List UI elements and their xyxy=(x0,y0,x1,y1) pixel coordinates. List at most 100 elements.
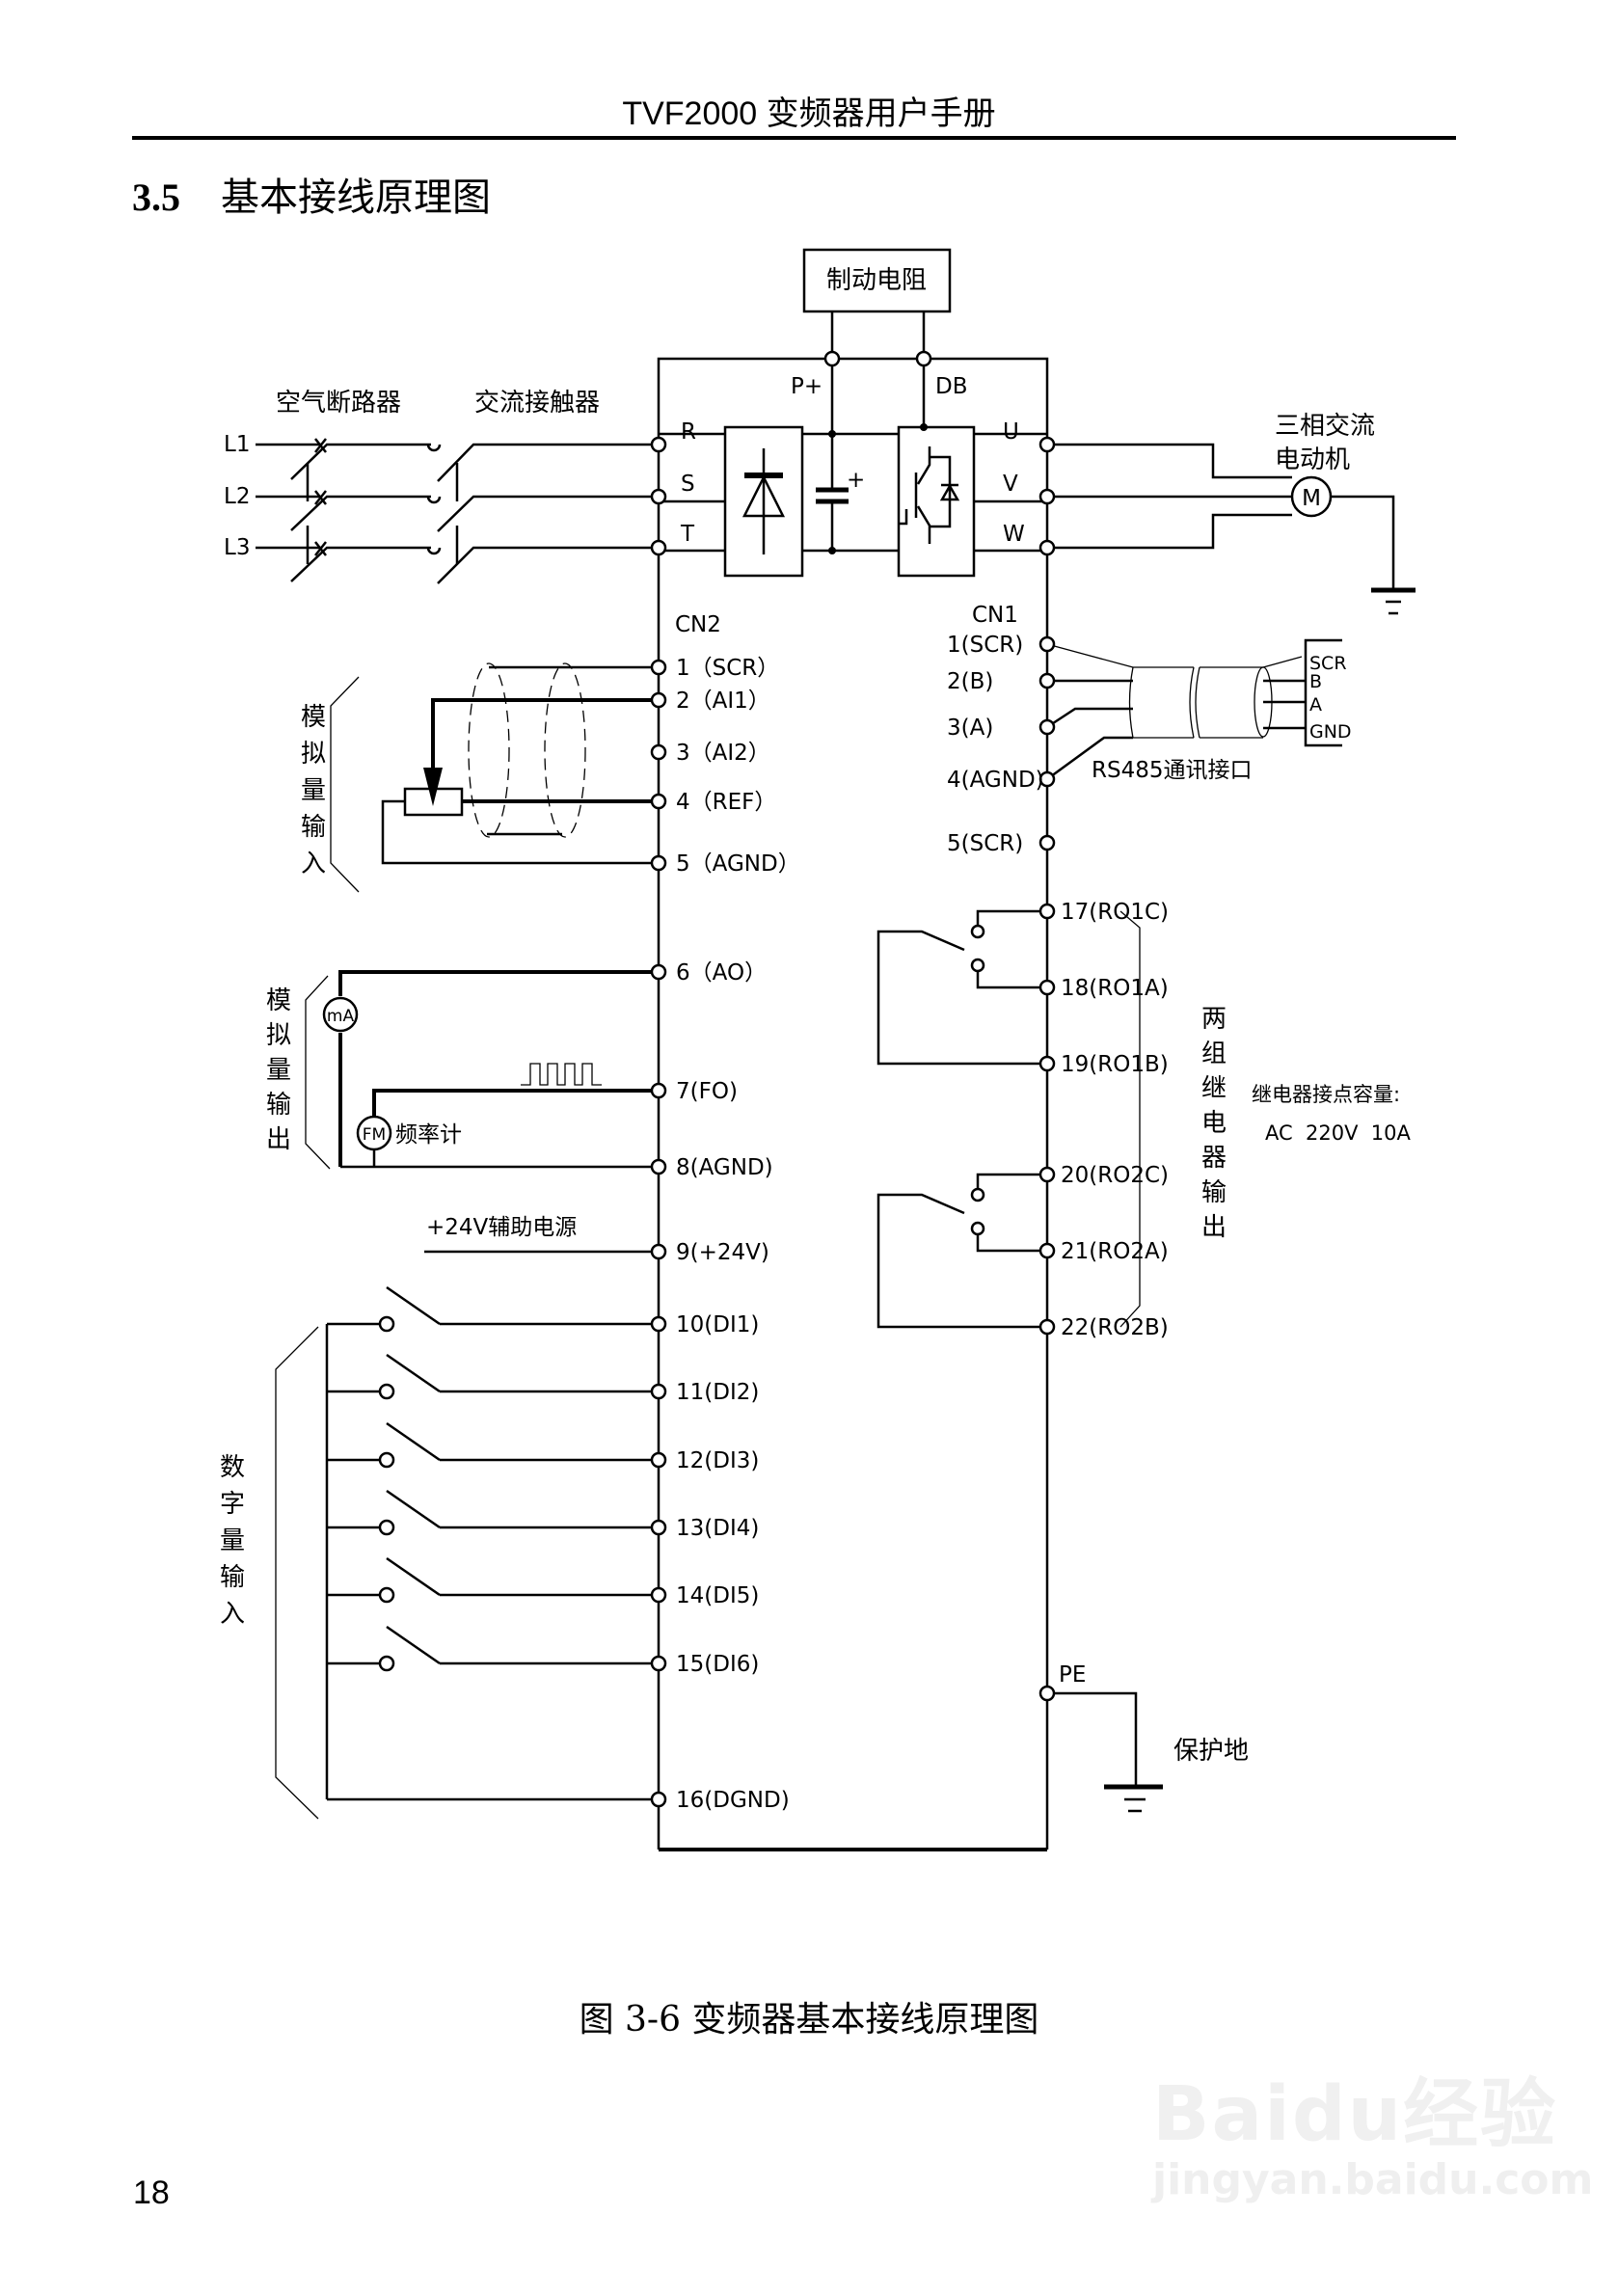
cn2-terminal-6-label: 6（AO） xyxy=(676,960,767,986)
terminal-screw-icon xyxy=(650,1655,667,1672)
motor-label-1: 三相交流 xyxy=(1275,412,1375,441)
cn2-terminal-5-label: 5（AGND） xyxy=(676,851,800,877)
section-number: 3.5 xyxy=(132,176,180,219)
analog-input-group: 模 拟 量 输 入 xyxy=(301,662,659,893)
watermark-url: jingyan.baidu.com xyxy=(1152,2155,1594,2204)
terminal-screw-icon xyxy=(1038,903,1056,920)
cn2-terminal-4-label: 4（REF） xyxy=(676,790,776,815)
cn2-terminal-10: 10(DI1) xyxy=(650,1312,759,1337)
power-terminal xyxy=(1038,539,1056,556)
digital-input-switch-icon xyxy=(327,1285,659,1333)
svg-text:输: 输 xyxy=(266,1091,291,1120)
terminal-screw-icon xyxy=(650,436,667,453)
frequency-meter-label: 频率计 xyxy=(395,1122,462,1148)
svg-text:出: 出 xyxy=(266,1125,291,1154)
terminal-screw-icon xyxy=(1038,1166,1056,1183)
terminal-screw-icon xyxy=(915,350,932,367)
terminal-u-label: U xyxy=(1003,419,1019,445)
svg-text:入: 入 xyxy=(301,850,326,878)
power-terminal xyxy=(650,539,667,556)
digital-input-switches xyxy=(327,1285,659,1672)
svg-text:器: 器 xyxy=(1201,1144,1227,1173)
digital-input-switch-icon xyxy=(327,1625,659,1672)
terminal-screw-icon xyxy=(1038,1242,1056,1259)
svg-text:组: 组 xyxy=(1201,1040,1227,1068)
svg-text:电: 电 xyxy=(1201,1109,1227,1138)
relay-2-icon xyxy=(876,1173,1047,1329)
terminal-screw-icon xyxy=(1038,979,1056,996)
digital-input-switch-icon xyxy=(327,1489,659,1536)
cn2-terminal-13: 13(DI4) xyxy=(650,1516,759,1541)
digital-input-switch-icon xyxy=(327,1353,659,1400)
motor-label-2: 电动机 xyxy=(1275,446,1350,474)
cn1-terminal-3: 3(A) xyxy=(947,716,1056,741)
analog-output-group: 模 拟 量 输 出 mA FM 频率计 xyxy=(266,970,659,1170)
p-plus-label: P+ xyxy=(791,374,822,399)
terminal-screw-icon xyxy=(1038,672,1056,689)
terminal-screw-icon xyxy=(650,539,667,556)
relay-1-icon xyxy=(876,909,1047,1066)
cn2-terminal-9-label: 9(+24V) xyxy=(676,1240,769,1265)
terminal-screw-icon xyxy=(1038,488,1056,505)
contactor-label: 交流接触器 xyxy=(474,389,600,418)
cn1-terminal-2: 2(B) xyxy=(947,669,1056,694)
svg-text:模: 模 xyxy=(301,703,326,732)
terminal-screw-icon xyxy=(1038,1685,1056,1702)
relay-terminal-21-label: 21(RO2A) xyxy=(1061,1239,1169,1264)
terminal-screw-icon xyxy=(650,793,667,810)
digital-input-group: 数 字 量 输 入 xyxy=(220,1324,659,1820)
cn1-terminal-4-label: 4(AGND) xyxy=(947,768,1044,793)
terminal-blocks: 1（SCR）2（AI1）3（AI2）4（REF）5（AGND）6（AO）7(FO… xyxy=(650,350,1169,1813)
terminal-screw-icon xyxy=(650,488,667,505)
cn2-terminal-16-label: 16(DGND) xyxy=(676,1788,790,1813)
brake-resistor: 制动电阻 xyxy=(802,248,952,359)
digital-input-switch-icon xyxy=(327,1421,659,1469)
rs485-pin-a: A xyxy=(1309,694,1322,716)
cn2-terminal-5: 5（AGND） xyxy=(650,851,800,877)
cn2-terminal-15-label: 15(DI6) xyxy=(676,1652,759,1677)
terminal-screw-icon xyxy=(650,1243,667,1260)
relay-terminal-20-label: 20(RO2C) xyxy=(1061,1163,1169,1188)
terminal-screw-icon xyxy=(1038,770,1056,788)
terminal-screw-icon xyxy=(650,963,667,981)
svg-text:字: 字 xyxy=(220,1490,245,1519)
terminal-t-label: T xyxy=(680,522,695,547)
svg-text:输: 输 xyxy=(301,813,326,842)
running-header: TVF2000 变频器用户手册 xyxy=(622,95,996,132)
cn2-terminal-4: 4（REF） xyxy=(650,790,776,815)
svg-text:量: 量 xyxy=(301,776,326,805)
cn1-terminal-3-label: 3(A) xyxy=(947,716,993,741)
terminal-v-label: V xyxy=(1003,472,1018,497)
cn2-terminal-9: 9(+24V) xyxy=(650,1240,769,1265)
breaker-label: 空气断路器 xyxy=(276,389,401,418)
terminal-screw-icon xyxy=(1038,635,1056,653)
terminal-w-label: W xyxy=(1003,522,1025,547)
terminal-screw-icon xyxy=(650,1383,667,1400)
header-rule xyxy=(132,136,1456,140)
terminal-screw-icon xyxy=(1038,1318,1056,1336)
terminal-screw-icon xyxy=(1038,834,1056,851)
cn2-terminal-2: 2（AI1） xyxy=(650,689,770,714)
rs485-pin-b: B xyxy=(1309,671,1322,692)
section-title: 基本接线原理图 xyxy=(221,176,491,219)
relay-terminal-18: 18(RO1A) xyxy=(1038,976,1169,1001)
drive-outline xyxy=(657,357,1049,1851)
svg-text:量: 量 xyxy=(266,1056,291,1085)
rs485-pin-gnd: GND xyxy=(1309,721,1352,743)
svg-text:入: 入 xyxy=(220,1600,245,1629)
pe-terminal xyxy=(1038,1685,1056,1702)
terminal-screw-icon xyxy=(650,691,667,709)
cn2-terminal-14-label: 14(DI5) xyxy=(676,1583,759,1608)
power-terminal xyxy=(1038,436,1056,453)
igbt-icon xyxy=(897,425,976,578)
svg-text:量: 量 xyxy=(220,1526,245,1555)
svg-text:输: 输 xyxy=(1201,1178,1227,1207)
cn2-terminal-10-label: 10(DI1) xyxy=(676,1312,759,1337)
terminal-screw-icon xyxy=(650,743,667,761)
terminal-screw-icon xyxy=(650,1451,667,1469)
protective-ground-label: 保护地 xyxy=(1173,1737,1249,1766)
relay-terminal-19-label: 19(RO1B) xyxy=(1061,1052,1169,1077)
protective-ground-icon xyxy=(1104,1784,1163,1813)
cn2-terminal-6: 6（AO） xyxy=(650,960,767,986)
